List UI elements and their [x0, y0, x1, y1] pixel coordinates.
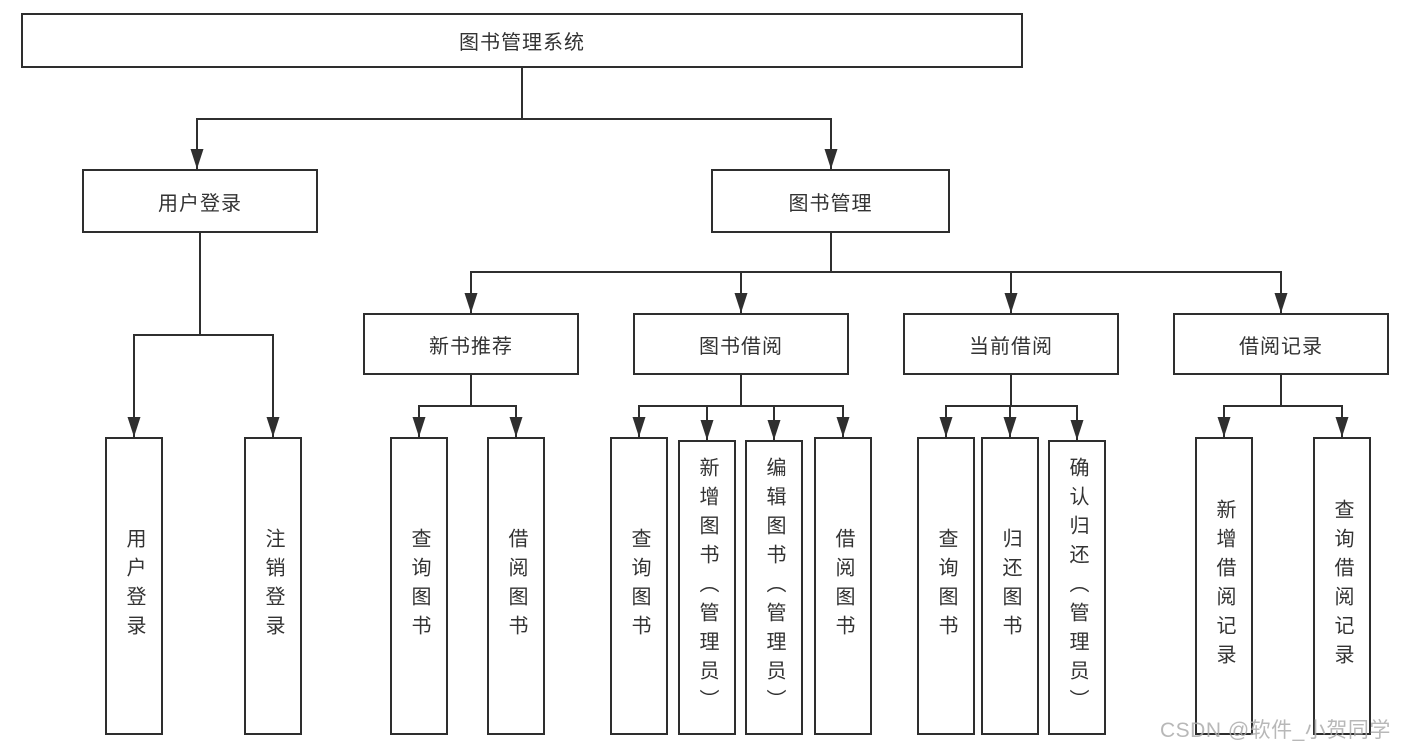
node-new-book-recommend: 新书推荐 [363, 313, 579, 375]
leaf-logout: 注销登录 [244, 437, 302, 735]
leaf-query-books-current: 查询图书 [917, 437, 975, 735]
leaf-confirm-return-admin: 确认归还（管理员） [1048, 440, 1106, 735]
leaf-edit-books-admin: 编辑图书（管理员） [745, 440, 803, 735]
node-user-login: 用户登录 [82, 169, 318, 233]
leaf-borrow-books-recommend: 借阅图书 [487, 437, 545, 735]
leaf-return-books: 归还图书 [981, 437, 1039, 735]
leaf-query-books-recommend: 查询图书 [390, 437, 448, 735]
node-book-borrow: 图书借阅 [633, 313, 849, 375]
leaf-borrow-books: 借阅图书 [814, 437, 872, 735]
leaf-user-login: 用户登录 [105, 437, 163, 735]
node-current-borrow: 当前借阅 [903, 313, 1119, 375]
leaf-add-books-admin: 新增图书（管理员） [678, 440, 736, 735]
csdn-watermark: CSDN @软件_小贺同学 [1160, 719, 1391, 742]
leaf-query-books-borrow: 查询图书 [610, 437, 668, 735]
leaf-add-borrow-record: 新增借阅记录 [1195, 437, 1253, 735]
leaf-query-borrow-record: 查询借阅记录 [1313, 437, 1371, 735]
node-borrow-records: 借阅记录 [1173, 313, 1389, 375]
node-book-management: 图书管理 [711, 169, 950, 233]
node-root: 图书管理系统 [21, 13, 1023, 68]
